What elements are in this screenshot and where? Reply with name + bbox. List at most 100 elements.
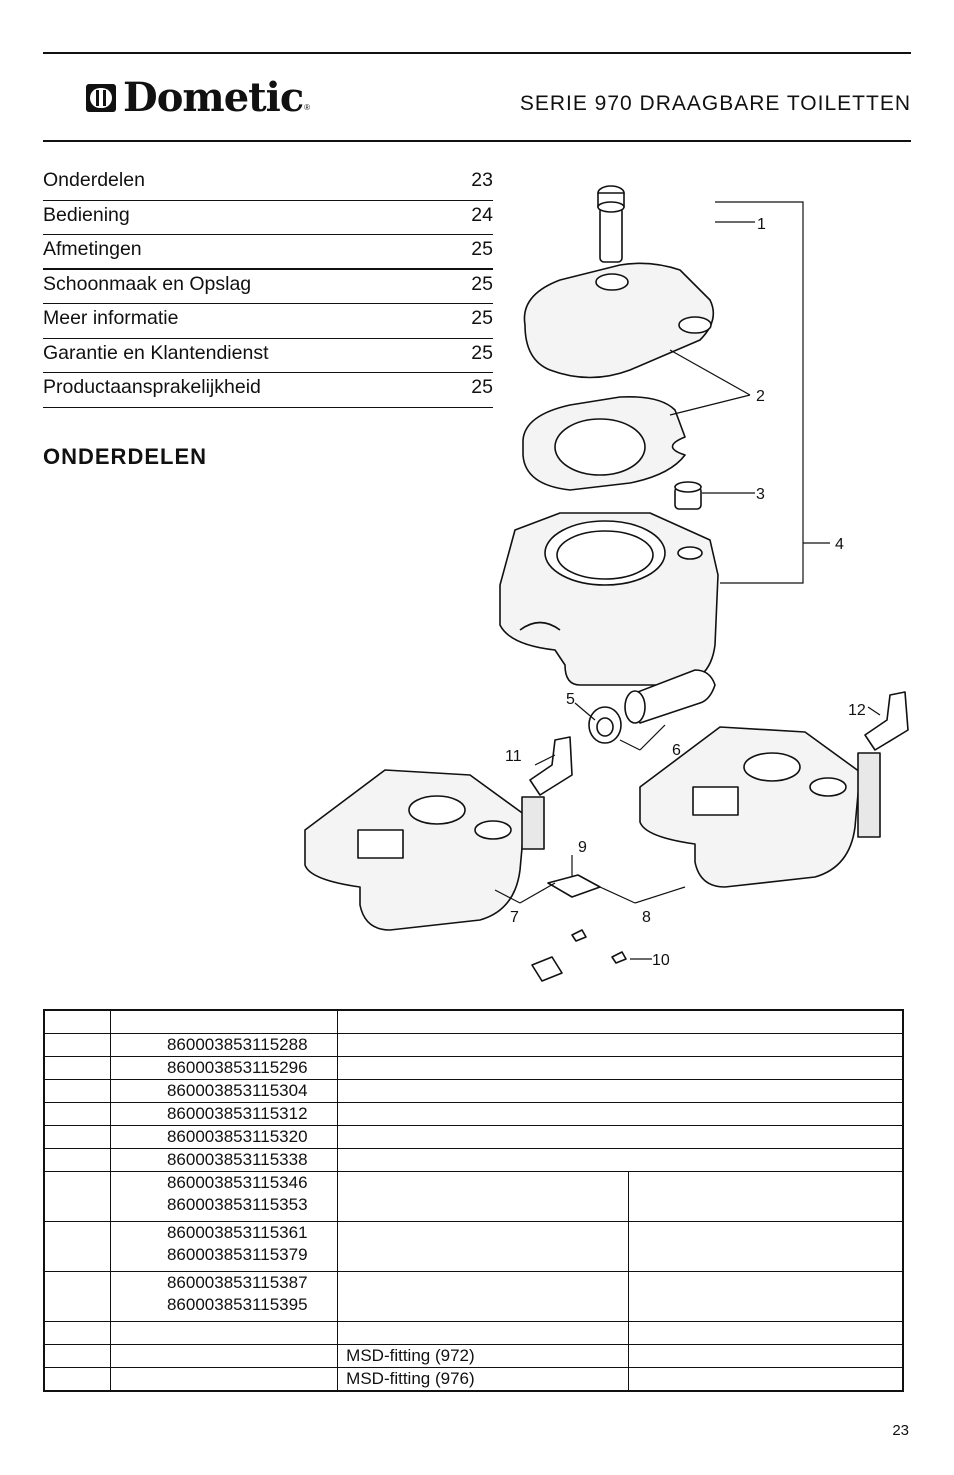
callout-label: 1: [757, 216, 766, 233]
clip-part: [531, 929, 627, 982]
table-cell: [110, 1009, 339, 1034]
toc-label: Bediening: [43, 203, 130, 226]
valve-knob-part: [588, 706, 622, 744]
table-cell: [628, 1344, 904, 1368]
part-description-cell: MSD-fitting (976): [337, 1367, 630, 1392]
toc-label: Garantie en Klantendienst: [43, 341, 269, 364]
part-number-cell: 860003853115304: [110, 1079, 339, 1103]
table-cell: [337, 1079, 904, 1103]
table-cell: [337, 1148, 904, 1172]
table-row: 860003853115346 860003853115353: [43, 1171, 904, 1222]
left-holding-tank-part: [304, 769, 526, 931]
part-number: 860003853115346: [166, 1173, 308, 1192]
table-cell: [43, 1221, 112, 1272]
part-number-cell: 860003853115320: [110, 1125, 339, 1149]
toc-row[interactable]: Bediening 24: [43, 201, 493, 235]
part-number: 860003853115353: [166, 1195, 308, 1214]
lid-part: [523, 262, 715, 379]
table-cell: [337, 1056, 904, 1080]
table-cell: [43, 1271, 112, 1322]
page-number: 23: [892, 1422, 909, 1439]
toc-page: 24: [471, 203, 493, 226]
toc-row[interactable]: Schoonmaak en Opslag 25: [43, 270, 493, 304]
table-cell: [43, 1125, 112, 1149]
callout-label: 3: [756, 486, 765, 503]
table-cell: [337, 1271, 630, 1322]
toc-page: 25: [471, 307, 493, 329]
table-cell: [43, 1344, 112, 1368]
table-row: [43, 1321, 904, 1345]
toc-row[interactable]: Onderdelen 23: [43, 166, 493, 201]
toc-label: Afmetingen: [43, 238, 142, 260]
table-cell: [337, 1125, 904, 1149]
table-cell: [628, 1221, 904, 1272]
callout-label: 7: [510, 909, 519, 926]
part-number: 860003853115395: [166, 1295, 308, 1314]
logo-wordmark: Dometic: [123, 74, 304, 121]
toc-page: 23: [471, 169, 493, 191]
part-number-cell: 860003853115387 860003853115395: [110, 1271, 339, 1322]
right-holding-tank-part: [639, 726, 861, 888]
table-cell: [43, 1102, 112, 1126]
section-heading: ONDERDELEN: [43, 444, 208, 469]
table-cell: [43, 1079, 112, 1103]
table-cell: [337, 1009, 904, 1034]
part-number: 860003853115387: [166, 1273, 308, 1292]
table-cell: [43, 1056, 112, 1080]
top-rule: [43, 52, 911, 54]
toc-page: 25: [471, 238, 493, 260]
table-cell: [43, 1321, 112, 1345]
bracket-part: [547, 874, 601, 898]
table-cell: [110, 1344, 339, 1368]
left-elbow-fitting-part: [521, 736, 573, 850]
table-cell: [628, 1171, 904, 1222]
part-number-cell: 860003853115338: [110, 1148, 339, 1172]
dometic-logo-icon: [86, 84, 116, 112]
table-cell: [43, 1171, 112, 1222]
table-cell: [110, 1367, 339, 1392]
toc-label: Schoonmaak en Opslag: [43, 272, 252, 295]
table-row: 860003853115288: [43, 1033, 904, 1057]
table-cell: [43, 1009, 112, 1034]
callout-label: 4: [835, 536, 844, 553]
dometic-logo: Dometic ®: [85, 78, 310, 118]
header-bottom-rule: [43, 140, 911, 142]
toc-page: 25: [471, 341, 493, 364]
table-cell: [43, 1148, 112, 1172]
table-cell: [628, 1271, 904, 1322]
part-description-cell: MSD-fitting (972): [337, 1344, 630, 1368]
part-number-cell: 860003853115296: [110, 1056, 339, 1080]
table-row: 860003853115387 860003853115395: [43, 1271, 904, 1322]
table-row: 860003853115304: [43, 1079, 904, 1103]
upper-tank-part: [499, 512, 719, 686]
toc-label: Onderdelen: [43, 169, 145, 191]
table-cell: [337, 1102, 904, 1126]
callout-label: 12: [848, 702, 866, 719]
part-number: 860003853115379: [166, 1245, 308, 1264]
table-row: [43, 1009, 904, 1034]
cap-part: [674, 481, 702, 510]
exploded-parts-diagram: 1 2 3 4 5 6 7 8 9 10 11 12: [304, 185, 909, 982]
callout-label: 2: [756, 388, 765, 405]
right-elbow-fitting-part: [857, 691, 909, 838]
toc-row[interactable]: Garantie en Klantendienst 25: [43, 339, 493, 373]
toc-label: Productaansprakelijkheid: [43, 376, 261, 398]
callout-label: 8: [642, 909, 651, 926]
parts-table: 860003853115288 860003853115296 86000385…: [43, 1009, 904, 1392]
table-cell: [337, 1221, 630, 1272]
vent-pipe-part: [597, 185, 625, 263]
registered-mark: ®: [304, 103, 311, 112]
valve-pipe-part: [624, 669, 716, 724]
callout-label: 9: [578, 839, 587, 856]
table-cell: [628, 1367, 904, 1392]
toc-row[interactable]: Afmetingen 25: [43, 235, 493, 270]
toc-page: 25: [471, 272, 493, 295]
table-cell: [43, 1367, 112, 1392]
table-row: 860003853115320: [43, 1125, 904, 1149]
table-row: MSD-fitting (972): [43, 1344, 904, 1368]
series-title: SERIE 970 DRAAGBARE TOILETTEN: [519, 92, 911, 115]
